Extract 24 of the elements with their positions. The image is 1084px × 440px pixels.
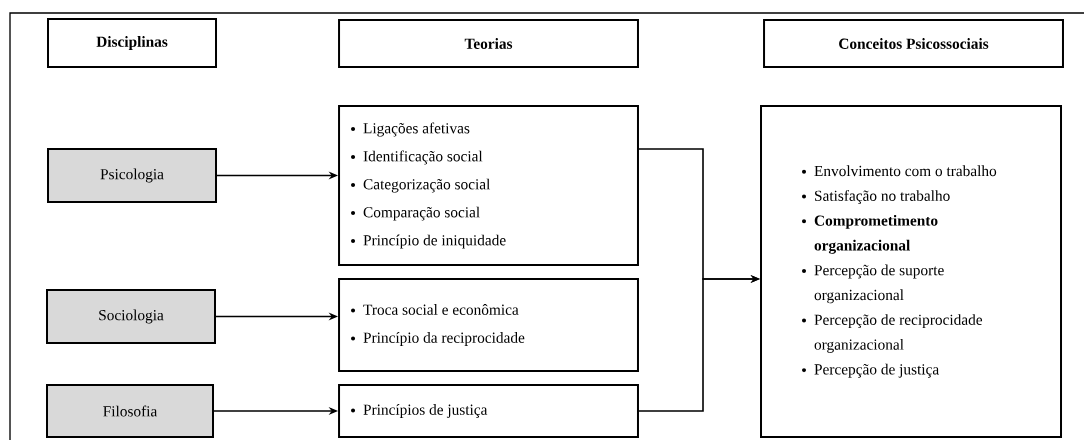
list-item: Identificação social [363, 150, 483, 165]
discipline-box: Sociologia [46, 288, 216, 345]
discipline-box: Psicologia [47, 147, 217, 204]
list-box [338, 105, 639, 266]
list-item: Comprometimento organizacional [814, 214, 938, 254]
list-box [338, 278, 639, 372]
header-box: Teorias [338, 19, 639, 68]
list-box [760, 105, 1062, 438]
list-item: Princípio de iniquidade [363, 234, 506, 249]
list-box [338, 384, 639, 438]
discipline-box: Filosofia [46, 384, 214, 438]
list-item: Percepção de reciprocidade organizacional [814, 314, 983, 353]
list-item: Categorização social [363, 178, 491, 193]
list-item: Ligações afetivas [363, 122, 470, 137]
list-item: Percepção de justiça [814, 363, 939, 378]
header-box: Disciplinas [47, 18, 217, 68]
list-item: Princípio da reciprocidade [363, 332, 525, 346]
list-item: Troca social e econômica [363, 304, 519, 315]
list-item: Percepção de suporte organizacional [814, 264, 944, 304]
header-box: Conceitos Psicossociais [763, 19, 1064, 68]
list-item: Envolvimento com o trabalho [814, 165, 997, 177]
list-item: Satisfação no trabalho [815, 190, 950, 205]
list-item: Princípios de justiça [363, 404, 488, 418]
list-item: Comparação social [363, 206, 480, 221]
